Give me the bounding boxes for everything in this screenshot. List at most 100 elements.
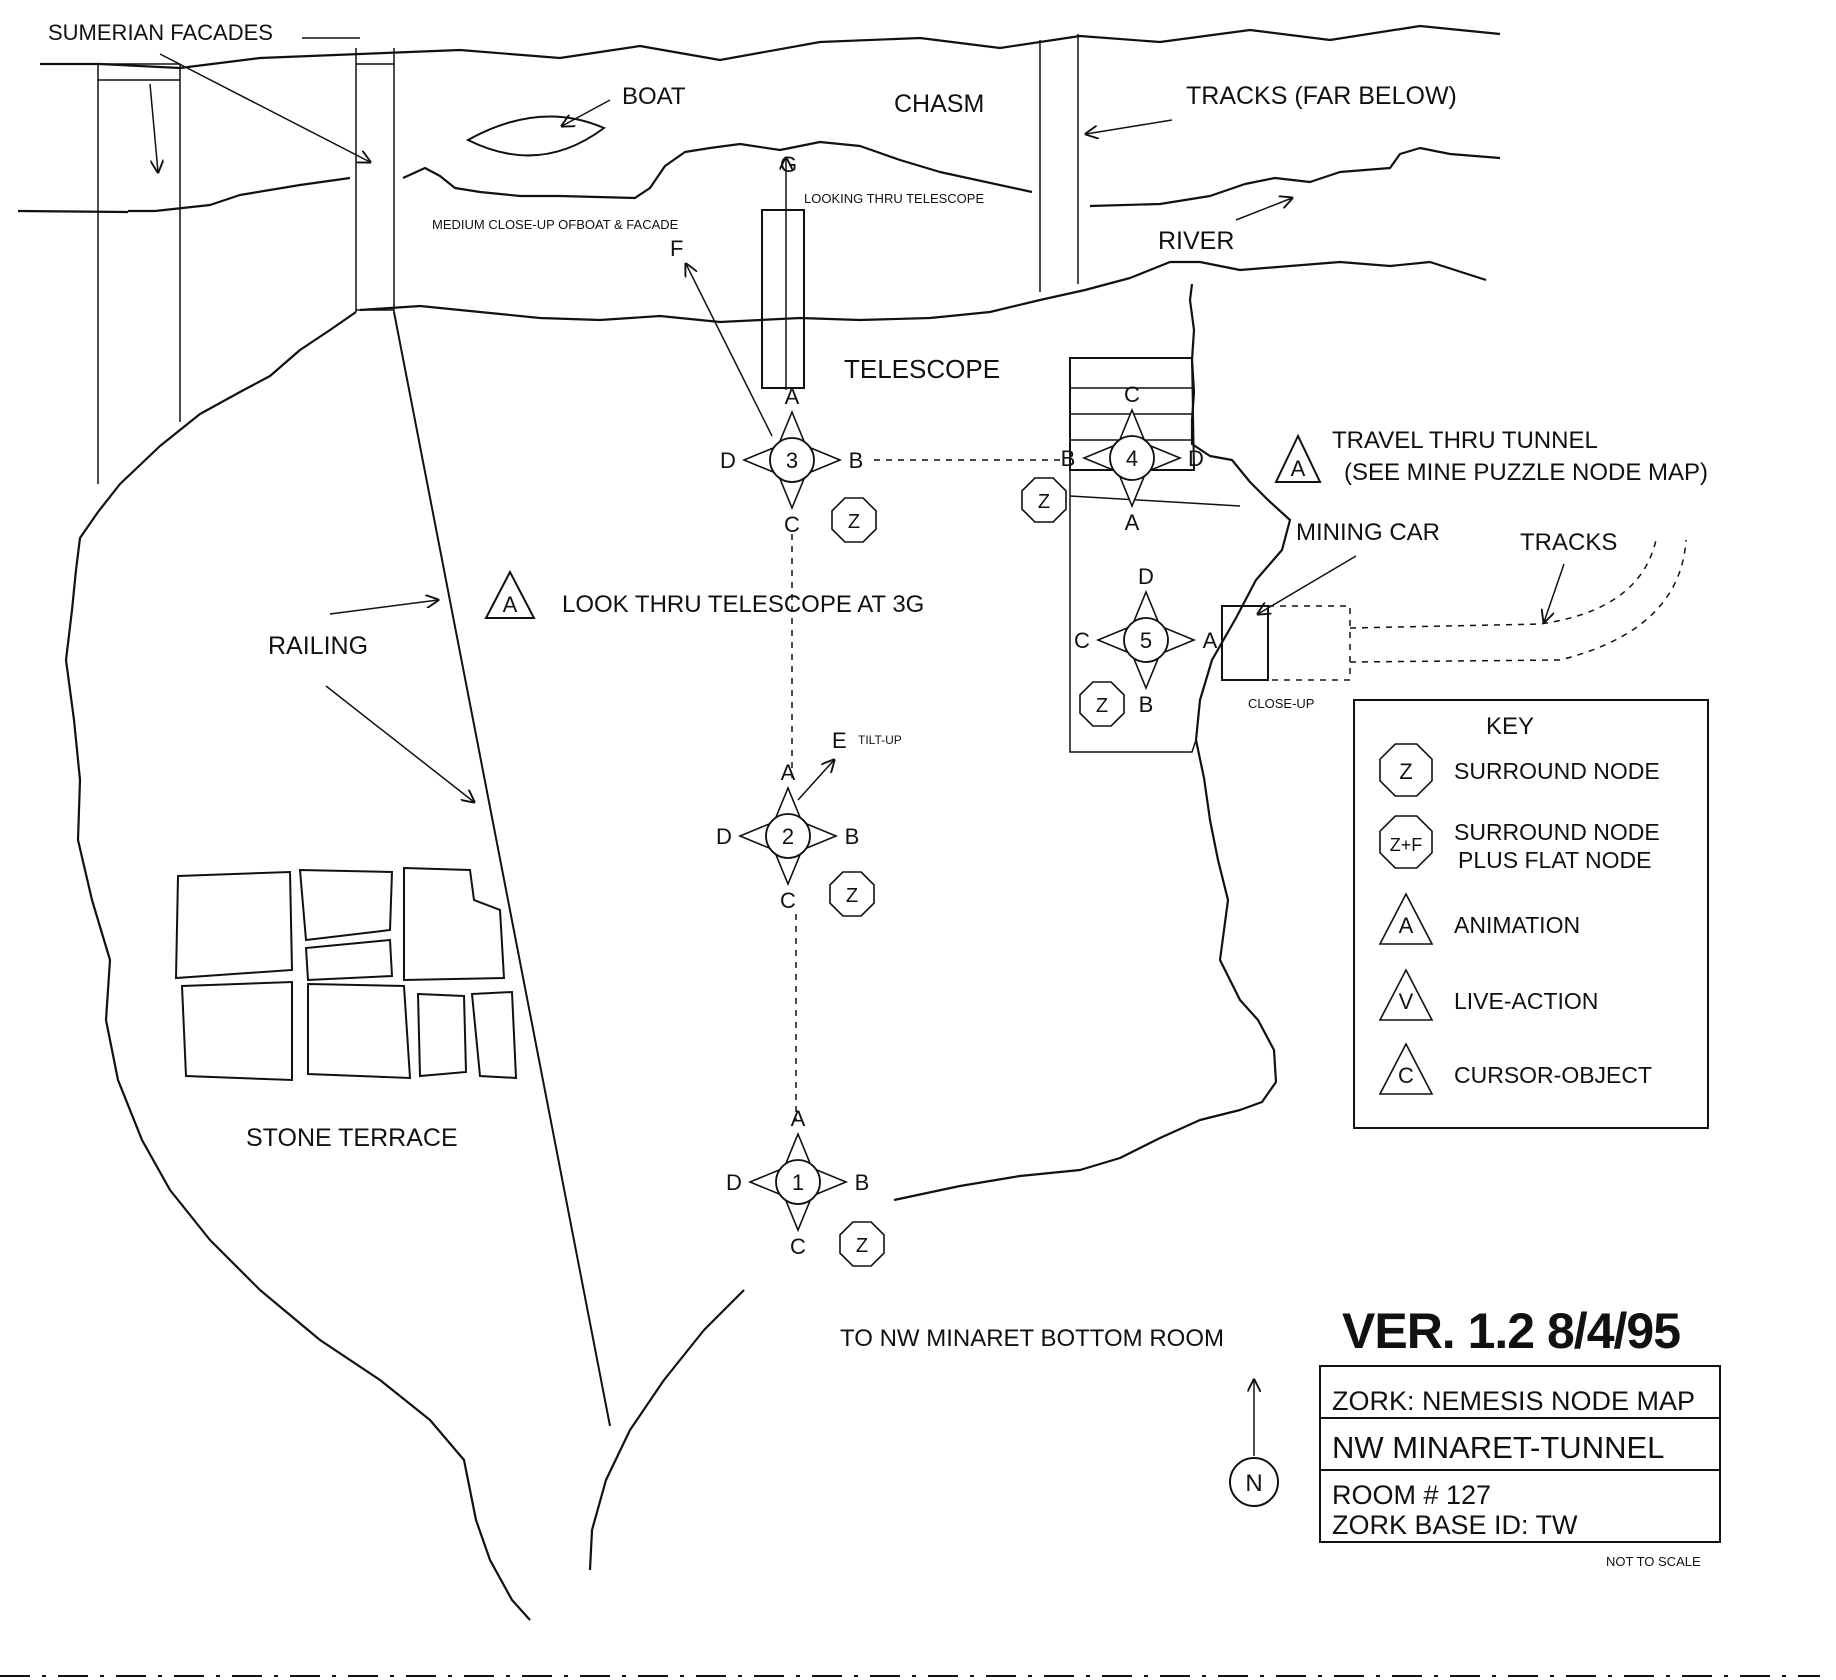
node-number: 1 xyxy=(792,1170,804,1195)
surround-node-marker: Z xyxy=(1079,681,1125,727)
boat-shape xyxy=(465,115,606,157)
label-looking-thru-telescope: LOOKING THRU TELESCOPE xyxy=(804,191,984,206)
tracks-upper xyxy=(1349,539,1657,629)
svg-text:A: A xyxy=(1291,456,1306,481)
surround-node-letter: Z xyxy=(848,511,860,533)
animation-marker-telescope: A xyxy=(484,569,536,619)
version-label: VER. 1.2 8/4/95 xyxy=(1342,1303,1680,1359)
title-block: ZORK: NEMESIS NODE MAP NW MINARET-TUNNEL… xyxy=(1319,1365,1721,1543)
node-dir-a: A xyxy=(785,384,800,409)
title-line-3: ROOM # 127 xyxy=(1332,1480,1491,1510)
river-arrow xyxy=(1235,198,1292,221)
node-dir-a: A xyxy=(781,760,796,785)
key-label: LIVE-ACTION xyxy=(1454,988,1598,1014)
key-symbol: Z xyxy=(1399,759,1412,784)
mining-car-closeup-box xyxy=(1268,605,1351,681)
mining-car xyxy=(1221,605,1269,681)
label-river: RIVER xyxy=(1158,227,1234,255)
key-label-2: PLUS FLAT NODE xyxy=(1458,847,1651,873)
title-line-2: NW MINARET-TUNNEL xyxy=(1332,1430,1664,1465)
node-dir-c: C xyxy=(1124,382,1140,407)
tilt-up-arrow xyxy=(797,760,834,801)
point-e: E xyxy=(832,728,847,753)
facade-arrow xyxy=(159,53,370,162)
animation-marker-tunnel: A xyxy=(1274,433,1322,483)
river-upper-edge-right xyxy=(1089,146,1501,208)
node-circle xyxy=(765,813,811,859)
label-travel-tunnel-1: TRAVEL THRU TUNNEL xyxy=(1332,427,1598,454)
railing-line xyxy=(393,311,611,1427)
node-dir-c: C xyxy=(790,1234,806,1259)
facade-pillar-mid xyxy=(355,48,395,312)
label-to-nw-minaret: TO NW MINARET BOTTOM ROOM xyxy=(840,1325,1224,1352)
key-item: Z SURROUND NODE xyxy=(1379,743,1660,797)
node-circle xyxy=(769,437,815,483)
key-triangle-icon xyxy=(1378,1042,1434,1095)
label-close-up: CLOSE-UP xyxy=(1248,696,1314,711)
tracks-arrow xyxy=(1544,563,1565,622)
title-line-4: ZORK BASE ID: TW xyxy=(1332,1510,1578,1540)
surround-node-marker: Z xyxy=(831,497,877,543)
key-label: SURROUND NODE xyxy=(1454,758,1660,784)
title-line-1: ZORK: NEMESIS NODE MAP xyxy=(1332,1386,1695,1416)
svg-text:A: A xyxy=(503,592,518,617)
label-look-thru-telescope: LOOK THRU TELESCOPE AT 3G xyxy=(562,591,924,618)
label-telescope: TELESCOPE xyxy=(844,354,1000,384)
surround-node-marker: Z xyxy=(829,871,875,917)
node-dir-a: A xyxy=(1125,510,1140,535)
key-label: CURSOR-OBJECT xyxy=(1454,1062,1652,1088)
key-symbol: C xyxy=(1398,1063,1414,1088)
node-dir-a: A xyxy=(791,1106,806,1131)
node-dir-b: B xyxy=(849,448,864,473)
key-octagon-icon xyxy=(1379,815,1433,869)
label-railing: RAILING xyxy=(268,632,368,660)
key-title: KEY xyxy=(1486,713,1534,740)
chasm-top-edge xyxy=(40,24,1501,70)
key-item: C CURSOR-OBJECT xyxy=(1378,1042,1652,1095)
key-octagon-icon xyxy=(1379,743,1433,797)
node-dir-d: D xyxy=(720,448,736,473)
label-tilt-up: TILT-UP xyxy=(858,733,902,747)
key-label: SURROUND NODE xyxy=(1454,819,1660,845)
node-3: 3 A B C D Z xyxy=(720,384,877,543)
telescope-body xyxy=(761,209,805,389)
mining-car-arrow xyxy=(1258,555,1357,614)
label-not-to-scale: NOT TO SCALE xyxy=(1606,1554,1701,1569)
north-indicator: N xyxy=(1229,1380,1279,1507)
tracks-far-below-arrow xyxy=(1086,119,1173,134)
key-symbol: Z+F xyxy=(1390,835,1423,855)
node-dir-c: C xyxy=(784,512,800,537)
node-dir-d: D xyxy=(1188,446,1204,471)
facade-pillar-right xyxy=(1039,34,1079,292)
north-label: N xyxy=(1245,1470,1262,1497)
node-dir-b: B xyxy=(855,1170,870,1195)
key-triangle-icon xyxy=(1378,892,1434,945)
node-dir-d: D xyxy=(716,824,732,849)
tracks-lower xyxy=(1349,539,1687,663)
terrace-outline-right xyxy=(893,283,1292,1202)
surround-node-marker: Z xyxy=(839,1221,885,1267)
boat-arrow xyxy=(562,99,611,126)
point-g: G xyxy=(780,152,797,177)
key-box xyxy=(1353,699,1709,1129)
node-dir-b: B xyxy=(845,824,860,849)
stone-slabs xyxy=(174,866,518,1082)
river-lower-edge xyxy=(359,260,1487,324)
label-tracks-far-below: TRACKS (FAR BELOW) xyxy=(1186,82,1457,110)
key-symbol: A xyxy=(1399,913,1414,938)
point-f: F xyxy=(670,236,683,261)
surround-node-letter: Z xyxy=(846,885,858,907)
surround-node-letter: Z xyxy=(1096,695,1108,717)
facade-pillar-left xyxy=(97,63,181,484)
node-number: 3 xyxy=(786,448,798,473)
railing-arrow-2 xyxy=(325,685,474,802)
